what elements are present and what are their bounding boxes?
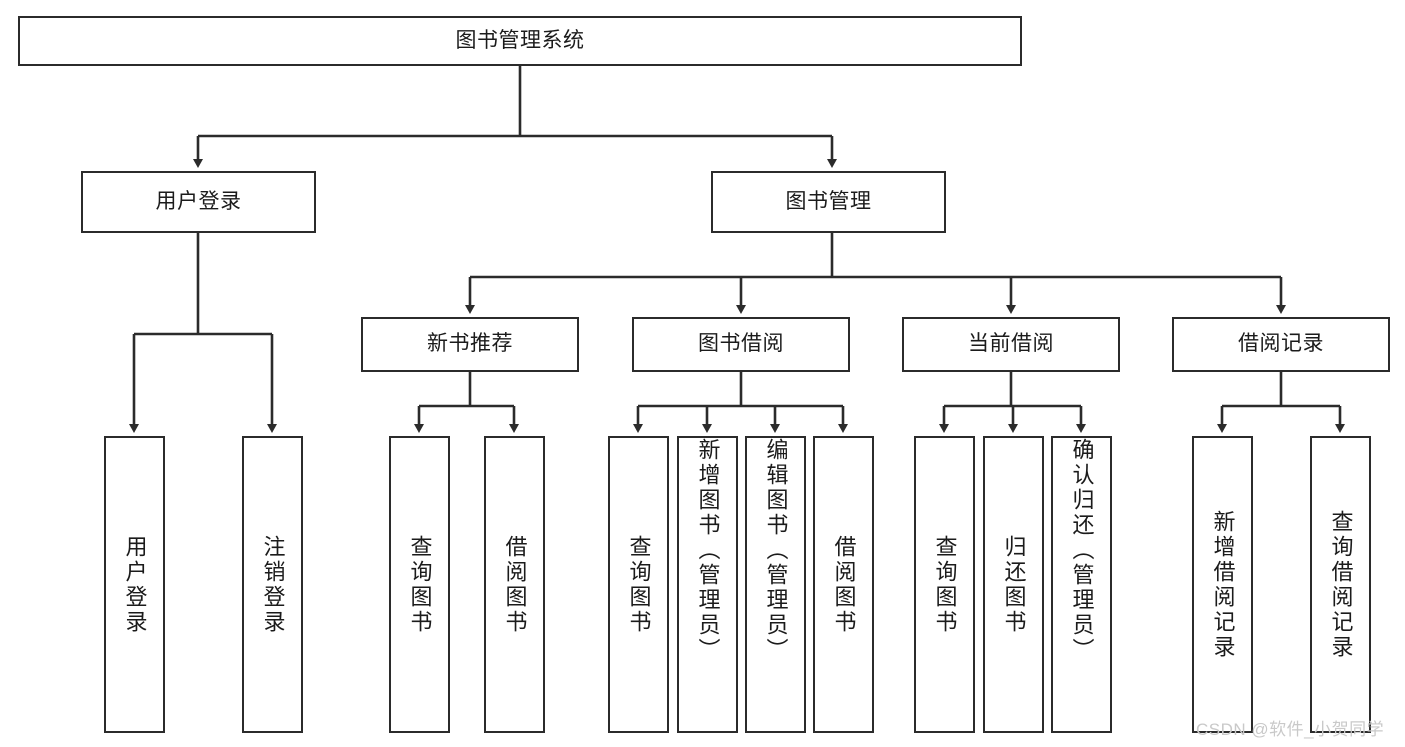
node-leaf-return-book-label: 归还图书 — [1001, 534, 1027, 635]
node-leaf-query-book-3-label: 查询图书 — [932, 534, 958, 635]
node-book-management-label: 图书管理 — [785, 189, 872, 213]
node-leaf-add-book[interactable]: 新增图书（管理员） — [677, 436, 738, 733]
node-current-borrow-label: 当前借阅 — [968, 332, 1054, 356]
node-leaf-user-logout[interactable]: 注销登录 — [242, 436, 303, 733]
node-leaf-query-record-label: 查询借阅记录 — [1328, 509, 1354, 660]
node-leaf-user-login[interactable]: 用户登录 — [104, 436, 165, 733]
node-leaf-user-logout-label: 注销登录 — [260, 534, 286, 635]
node-leaf-return-book[interactable]: 归还图书 — [983, 436, 1044, 733]
node-book-borrow[interactable]: 图书借阅 — [632, 317, 850, 372]
node-leaf-add-record-label: 新增借阅记录 — [1210, 509, 1236, 660]
node-current-borrow[interactable]: 当前借阅 — [902, 317, 1120, 372]
node-leaf-add-book-label: 新增图书（管理员） — [695, 438, 721, 663]
node-leaf-confirm-return[interactable]: 确认归还（管理员） — [1051, 436, 1112, 733]
node-leaf-query-record[interactable]: 查询借阅记录 — [1310, 436, 1371, 733]
node-leaf-confirm-return-label: 确认归还（管理员） — [1069, 438, 1095, 663]
node-leaf-borrow-book-1-label: 借阅图书 — [502, 534, 528, 635]
node-root-label: 图书管理系统 — [455, 28, 585, 52]
node-leaf-query-book-3[interactable]: 查询图书 — [914, 436, 975, 733]
node-new-book-recommend[interactable]: 新书推荐 — [361, 317, 579, 372]
node-user-login[interactable]: 用户登录 — [81, 171, 316, 233]
node-leaf-edit-book[interactable]: 编辑图书（管理员） — [745, 436, 806, 733]
node-new-book-recommend-label: 新书推荐 — [427, 332, 513, 356]
node-book-borrow-label: 图书借阅 — [698, 332, 784, 356]
node-leaf-query-book-1-label: 查询图书 — [407, 534, 433, 635]
node-root[interactable]: 图书管理系统 — [18, 16, 1022, 66]
node-leaf-edit-book-label: 编辑图书（管理员） — [763, 438, 789, 663]
node-leaf-borrow-book-1[interactable]: 借阅图书 — [484, 436, 545, 733]
watermark-text: CSDN @软件_小贺同学 — [1196, 720, 1385, 739]
node-leaf-add-record[interactable]: 新增借阅记录 — [1192, 436, 1253, 733]
node-leaf-query-book-1[interactable]: 查询图书 — [389, 436, 450, 733]
node-borrow-record[interactable]: 借阅记录 — [1172, 317, 1390, 372]
node-book-management[interactable]: 图书管理 — [711, 171, 946, 233]
node-user-login-label: 用户登录 — [155, 189, 242, 213]
node-leaf-query-book-2-label: 查询图书 — [626, 534, 652, 635]
node-borrow-record-label: 借阅记录 — [1238, 332, 1324, 356]
node-leaf-query-book-2[interactable]: 查询图书 — [608, 436, 669, 733]
node-leaf-borrow-book-2-label: 借阅图书 — [831, 534, 857, 635]
node-leaf-borrow-book-2[interactable]: 借阅图书 — [813, 436, 874, 733]
node-leaf-user-login-label: 用户登录 — [122, 534, 148, 635]
